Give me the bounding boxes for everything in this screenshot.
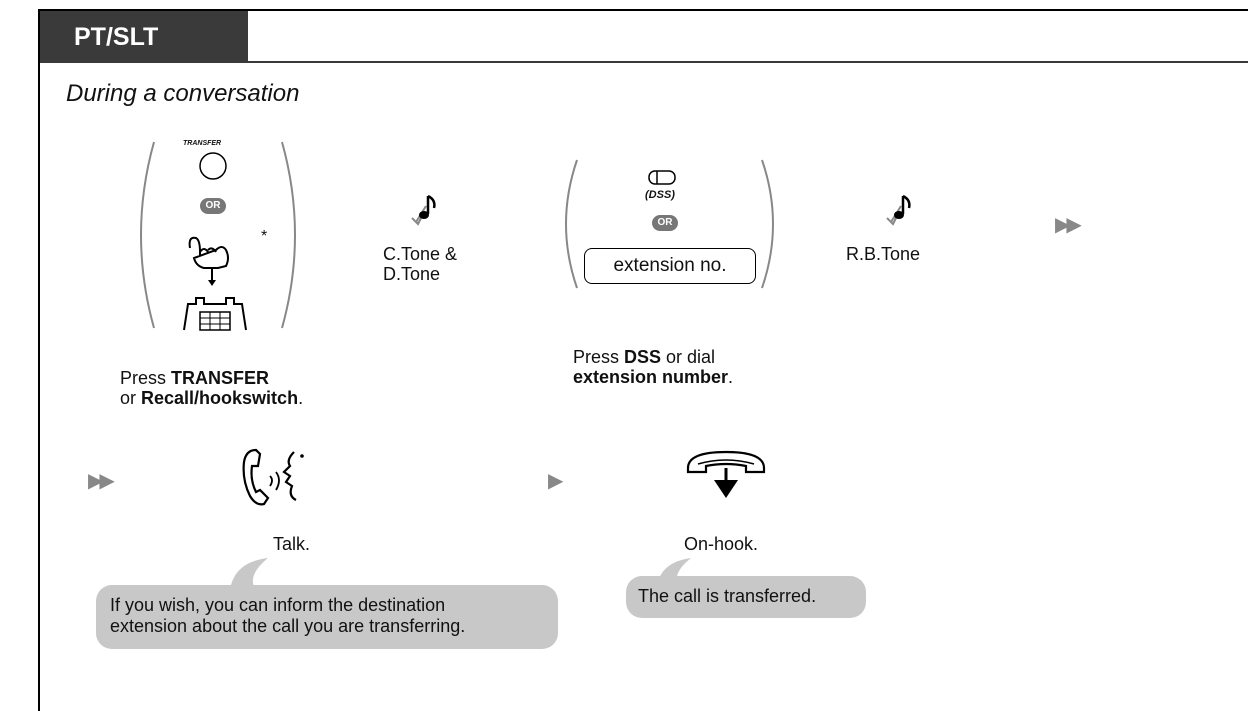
- step1-desc-text-2: or: [120, 388, 142, 408]
- asterisk-note: *: [261, 228, 268, 245]
- talking-handset-icon: [242, 448, 304, 506]
- page-subtitle: During a conversation: [66, 80, 300, 107]
- section-tab: PT/SLT: [40, 11, 248, 63]
- extension-number-box: extension no.: [584, 248, 756, 284]
- left-paren-2: [565, 159, 578, 289]
- step2-desc-text: Press: [573, 347, 625, 367]
- step1-description: Press TRANSFER or Recall/hookswitch.: [120, 368, 303, 408]
- tone1-line1: C.Tone &: [383, 244, 458, 264]
- music-note-icon: [411, 194, 436, 226]
- step1-desc-text: Press: [120, 368, 172, 388]
- talk-callout-line2: extension about the call you are transfe…: [110, 616, 466, 636]
- tone2-label: R.B.Tone: [846, 244, 921, 264]
- or-badge-2: OR: [652, 215, 678, 231]
- step2-desc-text-2: or dial: [661, 347, 716, 367]
- tone1-label: C.Tone & D.Tone: [383, 244, 457, 284]
- talk-label: Talk.: [273, 534, 311, 554]
- hang-up-icon: [686, 450, 766, 498]
- step2-desc-period: .: [728, 367, 734, 387]
- step1-desc-recall: Recall/hookswitch: [141, 388, 299, 408]
- talk-callout-line1: If you wish, you can inform the destinat…: [110, 595, 446, 615]
- tone1-line2: D.Tone: [383, 264, 441, 284]
- left-paren-1: [140, 141, 155, 329]
- right-paren-1: [281, 141, 296, 329]
- dss-label: (DSS): [645, 189, 675, 201]
- talk-callout-tail: [230, 558, 268, 590]
- right-paren-2: [761, 159, 774, 289]
- page-frame: [38, 9, 1248, 711]
- step2-desc-dss: DSS: [624, 347, 662, 367]
- step1-desc-period: .: [298, 388, 304, 408]
- finger-press-icon: [188, 236, 229, 286]
- phone-cradle-icon: [183, 297, 247, 331]
- music-note-icon-2: [886, 194, 911, 226]
- header-rule: [40, 61, 1248, 63]
- continue-arrow: ▶▶: [88, 470, 115, 492]
- transfer-button-icon: [199, 152, 227, 180]
- transfer-key-label: TRANSFER: [183, 140, 222, 147]
- step1-desc-transfer: TRANSFER: [171, 368, 270, 388]
- onhook-callout: The call is transferred.: [626, 576, 866, 618]
- talk-callout: If you wish, you can inform the destinat…: [96, 585, 558, 649]
- step2-desc-ext: extension number: [573, 367, 729, 387]
- dss-button-icon: [648, 170, 676, 185]
- single-arrow: ▶: [548, 470, 564, 492]
- step2-description: Press DSS or dial extension number.: [573, 347, 733, 387]
- next-step-arrow: ▶▶: [1055, 214, 1082, 236]
- onhook-label: On-hook.: [684, 534, 759, 554]
- or-badge-1: OR: [200, 198, 226, 214]
